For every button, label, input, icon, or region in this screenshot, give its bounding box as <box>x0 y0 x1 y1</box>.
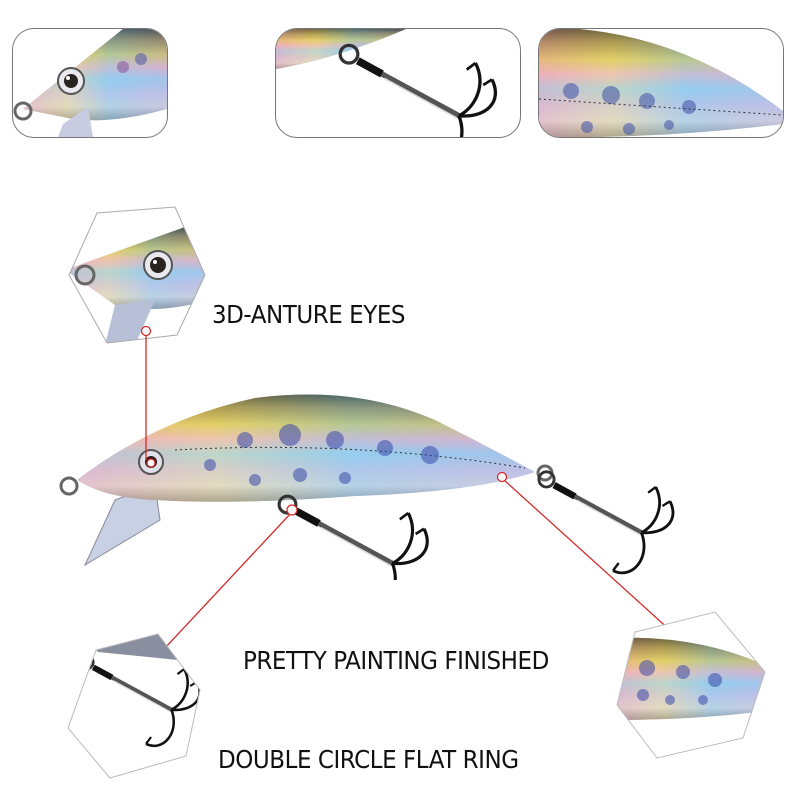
lure-head-image <box>13 29 167 137</box>
callout-label-ring: DOUBLE CIRCLE FLAT RING <box>218 745 519 774</box>
ring-closeup-hexagon <box>68 630 208 780</box>
thumbnail-treble-hook <box>275 28 521 138</box>
main-lure-image <box>55 380 695 580</box>
callout-label-painting: PRETTY PAINTING FINISHED <box>243 646 549 675</box>
thumbnail-body-paint <box>538 28 784 138</box>
eye-closeup-hexagon <box>65 205 210 345</box>
paint-closeup-hexagon <box>615 610 775 760</box>
hook-closeup-image <box>276 29 520 137</box>
body-paint-image <box>539 29 783 137</box>
callout-label-eyes: 3D-ANTURE EYES <box>212 300 406 329</box>
thumbnail-head-eye <box>12 28 168 138</box>
